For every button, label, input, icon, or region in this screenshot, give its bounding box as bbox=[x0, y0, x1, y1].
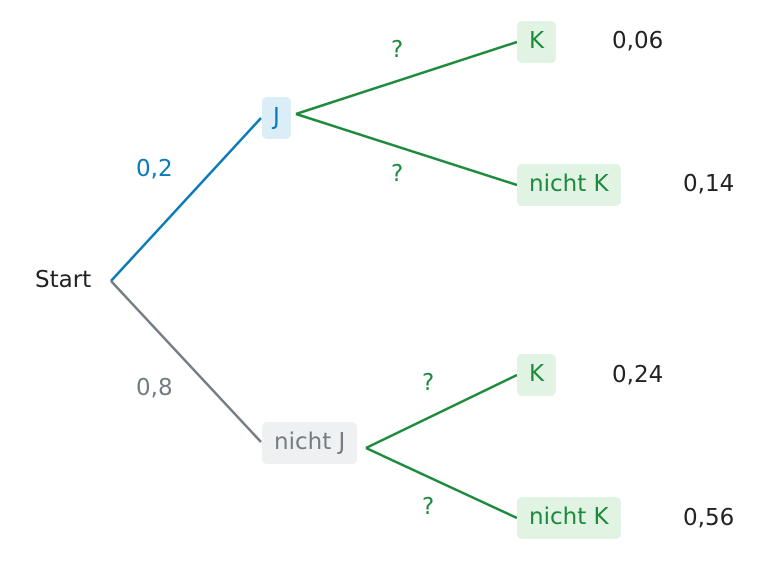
node-nicht-j-nicht-k: nicht K bbox=[517, 497, 621, 539]
node-j-nicht-k: nicht K bbox=[517, 164, 621, 206]
branch-nicht-j-to-nicht-k bbox=[365, 446, 518, 520]
prob-label-nicht-j: 0,8 bbox=[136, 375, 173, 401]
result-nicht-j-k: 0,24 bbox=[612, 362, 664, 388]
branch-j-to-nicht-k bbox=[295, 112, 518, 187]
prob-label-j: 0,2 bbox=[136, 156, 173, 182]
branch-start-to-nicht-j bbox=[110, 280, 262, 443]
branch-j-to-k bbox=[295, 40, 518, 116]
prob-label-nicht-j-nicht-k: ? bbox=[422, 494, 435, 520]
node-j: J bbox=[262, 97, 291, 139]
prob-label-nicht-j-k: ? bbox=[422, 370, 435, 396]
prob-label-j-k: ? bbox=[391, 37, 404, 63]
node-nicht-j-k: K bbox=[517, 354, 557, 396]
node-nicht-j: nicht J bbox=[262, 422, 358, 464]
node-start: Start bbox=[35, 267, 92, 293]
node-j-k: K bbox=[517, 21, 557, 63]
branch-nicht-j-to-k bbox=[365, 373, 518, 450]
result-j-nicht-k: 0,14 bbox=[683, 171, 735, 197]
prob-label-j-nicht-k: ? bbox=[391, 161, 404, 187]
result-nicht-j-nicht-k: 0,56 bbox=[683, 505, 735, 531]
result-j-k: 0,06 bbox=[612, 28, 664, 54]
branch-start-to-j bbox=[110, 117, 262, 282]
